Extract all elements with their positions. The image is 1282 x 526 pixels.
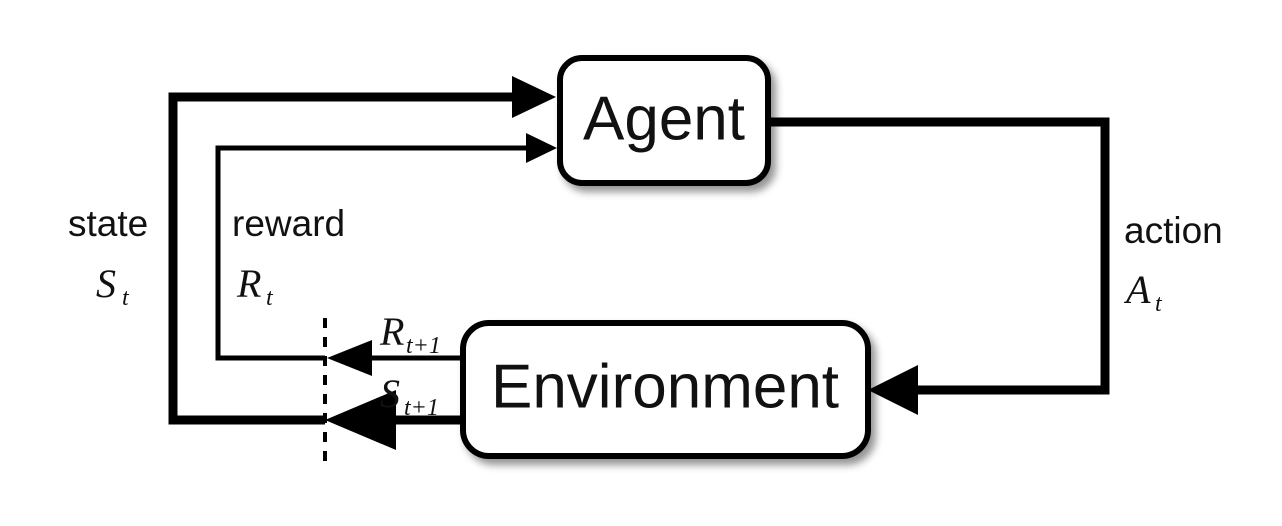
label-next-state: S t+1 bbox=[380, 371, 439, 421]
action-word-label: action bbox=[1124, 210, 1223, 251]
edge-state-path bbox=[168, 76, 556, 425]
reward-symbol-subscript: t bbox=[266, 285, 274, 311]
label-reward: reward R t bbox=[232, 203, 345, 311]
reward-arrowhead-icon bbox=[526, 133, 557, 163]
edge-next-reward-path bbox=[327, 340, 463, 376]
node-agent[interactable]: Agent bbox=[557, 55, 771, 186]
reward-symbol: R bbox=[236, 261, 261, 306]
action-symbol: A bbox=[1123, 267, 1151, 312]
state-symbol-subscript: t bbox=[122, 285, 130, 311]
label-next-reward: R t+1 bbox=[379, 309, 441, 359]
edge-next-state-path bbox=[325, 390, 463, 450]
environment-label: Environment bbox=[491, 352, 839, 421]
state-line bbox=[168, 92, 520, 425]
agent-label: Agent bbox=[583, 84, 745, 153]
reward-word-label: reward bbox=[232, 203, 345, 244]
next-reward-symbol: R bbox=[379, 309, 404, 354]
action-line bbox=[768, 117, 1110, 395]
next-state-arrowhead-icon bbox=[325, 390, 396, 450]
label-action: action A t bbox=[1123, 210, 1223, 317]
reward-line bbox=[215, 145, 530, 361]
next-reward-symbol-subscript: t+1 bbox=[406, 333, 441, 359]
label-state: state S t bbox=[68, 203, 148, 311]
action-symbol-subscript: t bbox=[1155, 291, 1163, 317]
node-environment[interactable]: Environment bbox=[460, 320, 871, 459]
edge-action-path bbox=[768, 117, 1110, 415]
edge-reward-path bbox=[215, 133, 557, 361]
next-state-symbol: S bbox=[380, 371, 400, 416]
next-reward-arrowhead-icon bbox=[327, 340, 372, 376]
state-symbol: S bbox=[96, 261, 116, 306]
next-state-symbol-subscript: t+1 bbox=[404, 395, 439, 421]
action-arrowhead-icon bbox=[868, 365, 918, 415]
state-word-label: state bbox=[68, 203, 148, 244]
state-arrowhead-icon bbox=[512, 76, 556, 118]
environment-box[interactable] bbox=[460, 320, 871, 459]
